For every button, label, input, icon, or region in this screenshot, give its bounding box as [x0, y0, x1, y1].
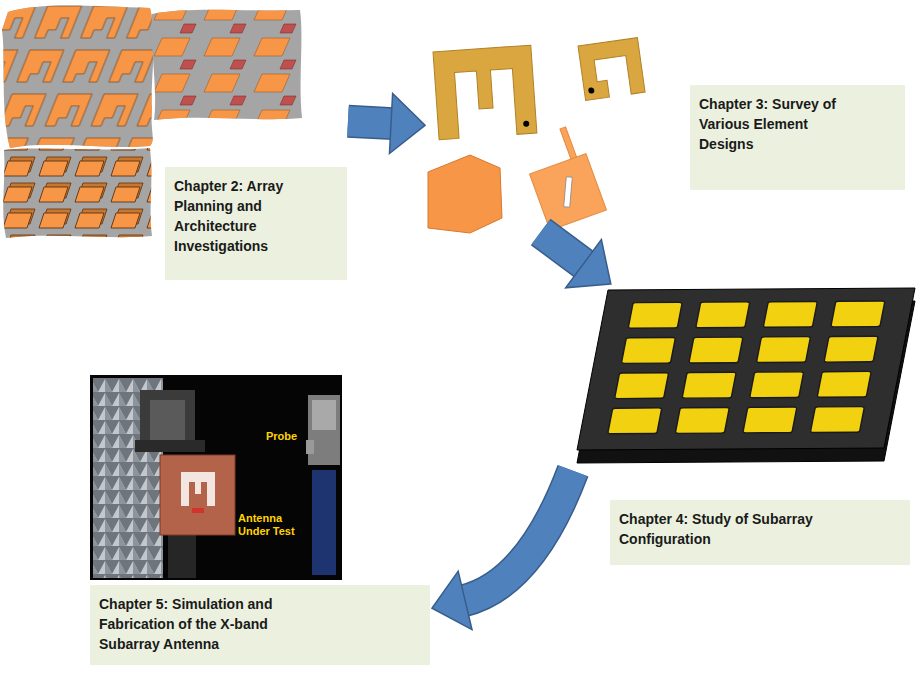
probe-body: [312, 400, 336, 430]
array-patch-region: [3, 148, 152, 238]
patch-element: [433, 45, 537, 140]
arrow-shaft: [348, 121, 393, 123]
board-top: [577, 288, 915, 450]
feed-line: [560, 127, 577, 161]
photo-ground: [90, 375, 342, 580]
array-patch-region: [152, 10, 302, 120]
array-patch-region: [3, 148, 152, 238]
patch-element: [578, 38, 645, 101]
flow-arrow: [541, 232, 611, 288]
flow-arrow: [348, 94, 425, 154]
slot: [564, 177, 573, 207]
arrow-head: [389, 94, 425, 154]
positioner: [150, 400, 185, 440]
patch-shape: [433, 45, 537, 140]
arrow-shaft: [348, 121, 393, 123]
chapter-title: Chapter 2: Array Planning and Architectu…: [174, 176, 338, 256]
probe-mast: [312, 470, 336, 575]
patch-shape: [428, 155, 502, 233]
chapter-title: Chapter 3: Survey of Various Element Des…: [699, 94, 864, 154]
antenna-board: [160, 455, 235, 535]
arrow-head: [432, 571, 472, 629]
patch-element: [519, 123, 607, 230]
antenna-element: [192, 508, 204, 513]
photo-label: Antenna Under Test: [238, 512, 304, 538]
positioner: [135, 440, 205, 452]
array-patch-region: [2, 6, 154, 149]
chapter-title: Chapter 5: Simulation and Fabrication of…: [99, 594, 329, 654]
patch-shape: [530, 154, 607, 231]
chapter-box: Chapter 4: Study of Subarray Configurati…: [610, 500, 910, 565]
chapter-group: Chapter 3: Survey of Various Element Des…: [425, 38, 907, 232]
probe-body: [308, 395, 340, 465]
chapter-group: Chapter 4: Study of Subarray Configurati…: [573, 284, 917, 567]
patch-grid: [608, 301, 885, 434]
photo-label: Probe: [266, 430, 304, 443]
element-designs: [428, 38, 645, 233]
antenna-element: [181, 472, 215, 506]
chapter-title: Chapter 4: Study of Subarray Configurati…: [619, 509, 869, 549]
chapter-box: Chapter 5: Simulation and Fabrication of…: [90, 585, 430, 665]
feed-point: [588, 87, 595, 94]
antenna-stand: [168, 535, 196, 578]
subarray-board: [577, 288, 915, 463]
array-patch-region: [152, 10, 302, 120]
arrow-shaft: [463, 471, 573, 601]
chapter-box: Chapter 3: Survey of Various Element Des…: [690, 85, 905, 190]
arrow-head: [566, 240, 611, 288]
anechoic-chamber-photo: [90, 375, 342, 580]
arrow-shaft: [463, 471, 573, 601]
patch-shape: [578, 38, 645, 101]
feed-point: [523, 120, 529, 126]
arrow-shaft: [541, 232, 585, 265]
array-patch-region: [2, 6, 154, 149]
arrow-shaft: [541, 232, 585, 265]
flow-arrow: [432, 471, 573, 630]
probe-body: [306, 440, 314, 454]
chapter-group: Chapter 2: Array Planning and Architectu…: [0, 0, 348, 282]
chapter-box: Chapter 2: Array Planning and Architectu…: [165, 167, 347, 280]
